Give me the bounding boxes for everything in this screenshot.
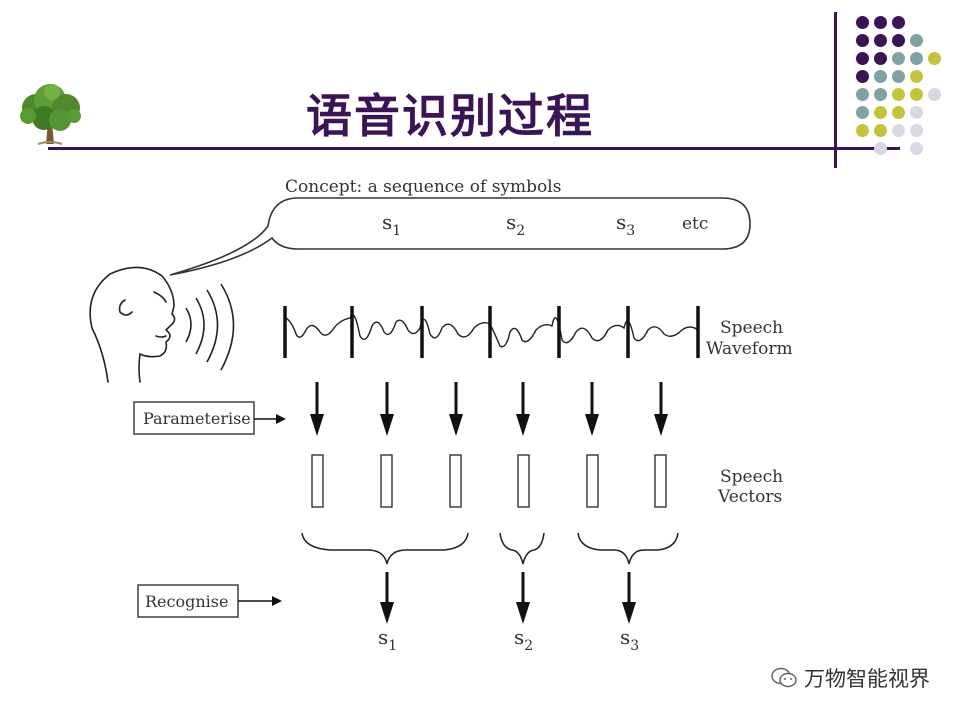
wechat-icon [771,667,797,688]
recognise-label: Recognise [145,592,228,611]
dot [892,52,905,65]
waveform-label: Speech Waveform [706,318,793,359]
dot [910,88,923,101]
parameterise-label: Parameterise [143,409,251,428]
output-symbol-s3: s3 [620,625,639,654]
concept-symbol-s2: s2 [506,210,525,239]
concept-label: Concept: a sequence of symbols [285,177,561,197]
vertical-rule [834,12,837,168]
dot [892,124,905,137]
title-rule [48,147,900,150]
parameterise-arrows [310,382,668,436]
dot [856,16,869,29]
dot [928,52,941,65]
dot [910,142,923,155]
output-symbol-s2: s2 [514,625,533,654]
concept-symbol-s1: s1 [382,210,401,239]
dot [928,88,941,101]
dot [856,52,869,65]
output-symbol-s1: s1 [378,625,397,654]
sound-waves [185,283,235,371]
dot [910,124,923,137]
dot [874,16,887,29]
dot [892,106,905,119]
dot [874,88,887,101]
head-illustration [89,266,176,383]
segment-markers [283,306,700,358]
dot [856,70,869,83]
grouping-braces [301,532,679,565]
speech-vectors [311,454,667,508]
speech-bubble [169,197,751,276]
dot [874,142,887,155]
vectors-label: Speech Vectors [717,467,789,507]
dot [892,70,905,83]
concept-symbol-s3: s3 [616,210,635,239]
dot [874,52,887,65]
page-title: 语音识别过程 [306,89,594,143]
dot [910,70,923,83]
dot [874,106,887,119]
dot [910,34,923,47]
recognise-arrows [380,572,636,624]
speech-waveform [285,313,699,348]
watermark-text: 万物智能视界 [804,667,930,691]
watermark: 万物智能视界 [770,663,930,693]
dot [910,52,923,65]
dot [856,106,869,119]
dot [856,34,869,47]
dot [892,88,905,101]
parameterise-box [133,401,255,435]
etc-label: etc [682,214,708,234]
tree-logo [20,84,81,145]
dot [874,70,887,83]
dot [874,34,887,47]
dot [910,106,923,119]
dot [874,124,887,137]
dot [856,124,869,137]
dot [892,34,905,47]
dot [856,88,869,101]
dot [892,16,905,29]
